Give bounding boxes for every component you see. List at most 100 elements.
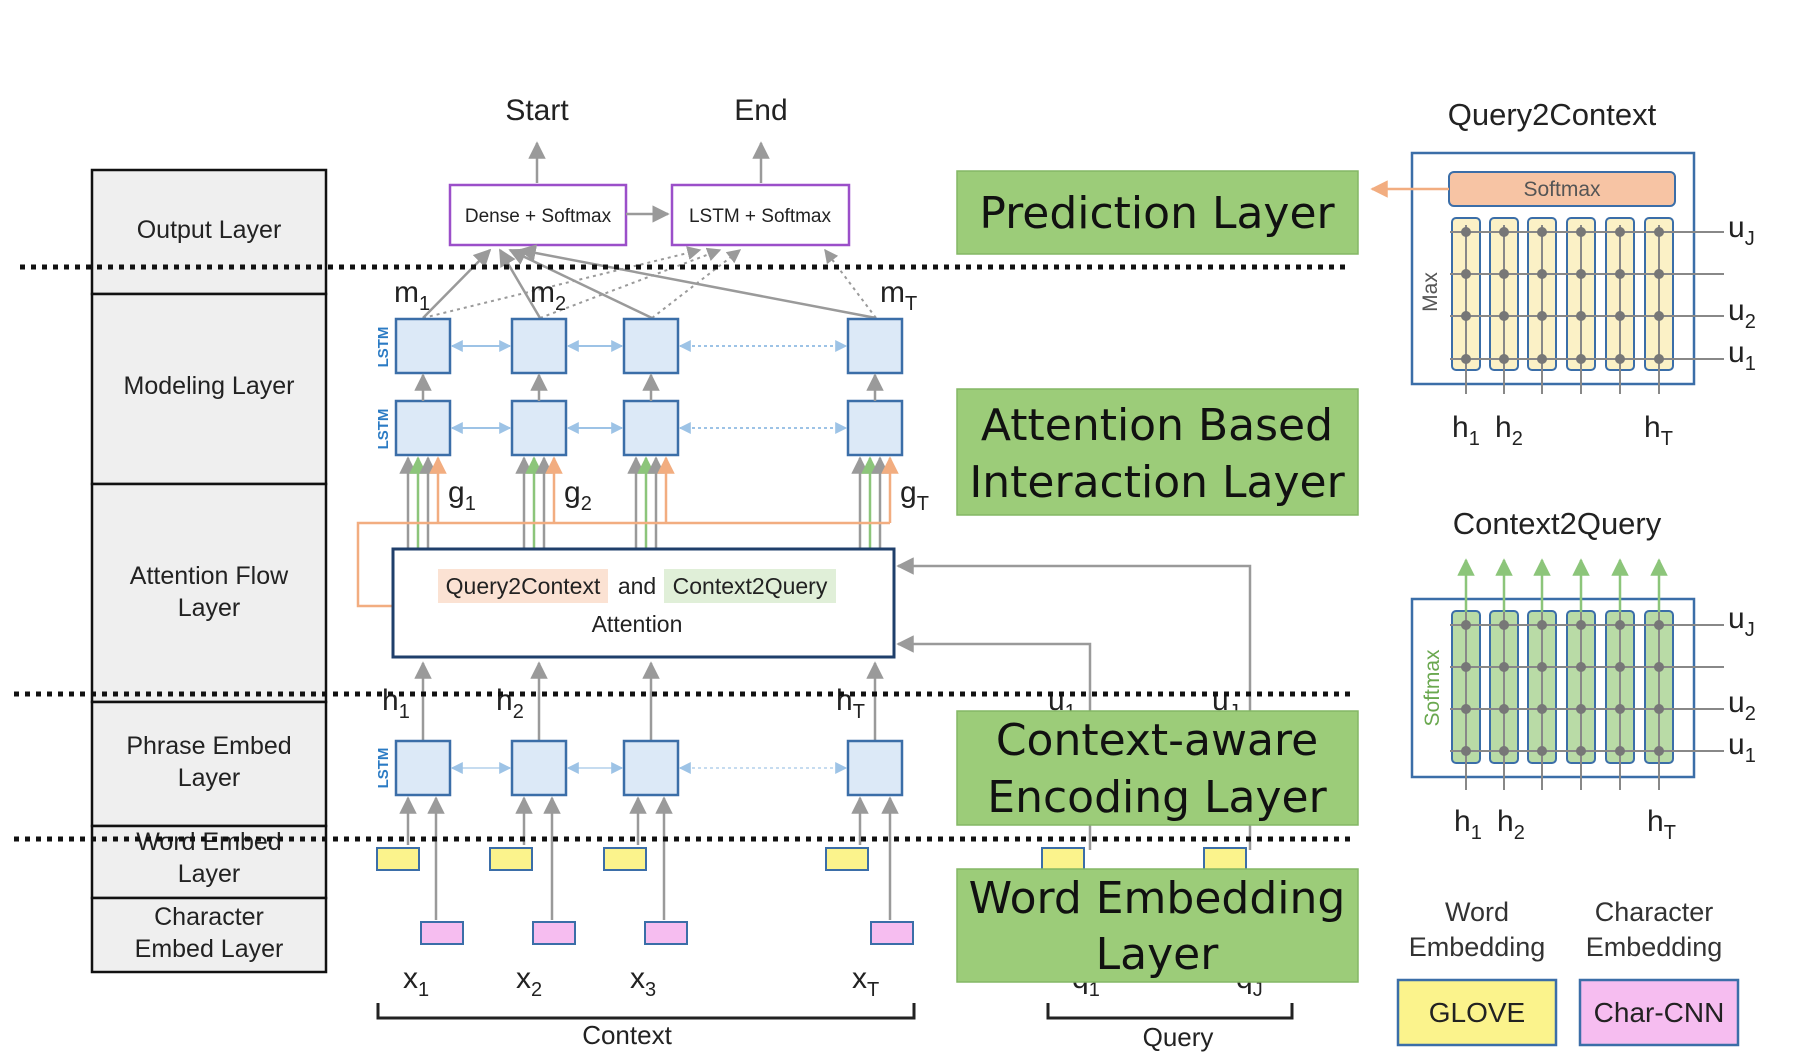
lstm-cell (510, 399, 568, 457)
q2c-softmax-label: Softmax (1523, 178, 1601, 201)
context-brace (376, 1003, 916, 1020)
prediction-layer-text: Prediction Layer (979, 188, 1335, 239)
glove-box (489, 847, 533, 871)
q2c-grid-dots (1461, 227, 1664, 364)
h1-label: h1 (382, 684, 410, 723)
lstm-cell (394, 317, 452, 375)
c2q-u2-label: u2 (1728, 686, 1756, 725)
phrase-lstm-row: LSTM (375, 739, 904, 920)
glove-box (1203, 847, 1247, 871)
c2q-title: Context2Query (1453, 506, 1662, 541)
attention-interaction-text-1: Attention Based (981, 400, 1333, 451)
legend-char-line1: Character (1595, 897, 1714, 927)
phrase-embed-layer-label-2: Layer (178, 764, 241, 792)
g1-label: g1 (448, 476, 476, 515)
glove-box (603, 847, 647, 871)
c2q-softmax-label: Softmax (1421, 649, 1444, 727)
start-label: Start (505, 94, 569, 127)
lstm-cell (846, 317, 904, 375)
output-layer-label: Output Layer (137, 216, 282, 244)
c2q-up-arrows (1457, 558, 1668, 612)
c2q-uJ-label: uJ (1728, 602, 1755, 641)
input-tokens: x1 x2 x3 xT q1 qJ Context Query (376, 962, 1294, 1052)
lstm-cell (510, 317, 568, 375)
attention-interaction-text-2: Interaction Layer (969, 457, 1345, 508)
hT-label: hT (836, 684, 865, 723)
q2c-grid-lines (1450, 225, 1724, 394)
legend-word-line1: Word (1445, 897, 1509, 927)
q2c-highlight (438, 569, 608, 603)
modeling-layer-label: Modeling Layer (124, 372, 295, 400)
lstm-cell (510, 739, 568, 797)
charcnn-box (420, 921, 464, 945)
context-encoding-box (956, 710, 1359, 826)
modeling-lstm-row-2: LSTM (375, 373, 904, 457)
q2c-u1-label: u1 (1728, 336, 1756, 375)
output-layer-cell (90, 168, 328, 296)
word-embed-layer-label-2: Layer (178, 860, 241, 888)
g-arrows: g1 g2 gT (356, 456, 929, 608)
m-labels: m1 m2 mT (394, 276, 917, 315)
xT-label: xT (852, 962, 879, 1001)
c2q-text: Context2Query (673, 573, 828, 599)
legend-word-line2: Embedding (1409, 932, 1546, 962)
charcnn-box (870, 921, 914, 945)
separators (14, 264, 1354, 842)
end-label: End (734, 94, 787, 127)
lstm-cell (846, 739, 904, 797)
word-embed-layer-label: Word Embed (136, 828, 281, 856)
m1-label: m1 (394, 276, 430, 315)
charcnn-box (532, 921, 576, 945)
legend: Word Embedding Character Embedding GLOVE… (1396, 897, 1740, 1047)
prediction-layer-box (956, 170, 1359, 255)
charcnn-box (644, 921, 688, 945)
phrase-embed-layer-label: Phrase Embed (126, 732, 291, 760)
mT-label: mT (880, 276, 917, 315)
c2q-highlight (664, 569, 836, 603)
phrase-embed-layer-cell (90, 700, 328, 828)
c2q-h1-label: h1 (1454, 805, 1482, 844)
layer-stack: Output Layer Modeling Layer Attention Fl… (90, 168, 328, 974)
green-annotations: Prediction Layer Attention Based Interac… (956, 170, 1359, 983)
legend-glove-text: GLOVE (1429, 997, 1525, 1028)
legend-glove-box (1396, 978, 1558, 1047)
g2-label: g2 (564, 476, 592, 515)
and-text: and (618, 573, 656, 599)
word-embedding-box (956, 868, 1359, 983)
lstm-tag-2: LSTM (375, 409, 392, 450)
q2c-text: Query2Context (446, 573, 601, 599)
c2q-hT-label: hT (1647, 805, 1676, 844)
x2-label: x2 (516, 962, 542, 1001)
modeling-lstm-row-1: LSTM (375, 317, 904, 375)
legend-char-line2: Embedding (1586, 932, 1723, 962)
lstm-tag-3: LSTM (375, 748, 392, 789)
char-embed-layer-cell (90, 896, 328, 974)
x3-label: x3 (630, 962, 656, 1001)
lstm-cell (622, 317, 680, 375)
x1-label: x1 (403, 962, 429, 1001)
q2c-hT-label: hT (1644, 411, 1673, 450)
char-embed-layer-label: Character (154, 903, 264, 931)
lstm-cell (394, 739, 452, 797)
c2q-grid-lines (1450, 612, 1724, 790)
q2c-max-label: Max (1419, 272, 1442, 312)
c2q-h2-label: h2 (1497, 805, 1525, 844)
glove-box (825, 847, 869, 871)
lstm-cell (622, 399, 680, 457)
context-label: Context (582, 1020, 672, 1050)
attention-text: Attention (592, 611, 683, 637)
c2q-panel: Context2Query Softmax (1410, 506, 1756, 844)
h2-label: h2 (496, 684, 524, 723)
word-embed-layer-cell (90, 824, 328, 900)
q2c-u2-label: u2 (1728, 294, 1756, 333)
context-encoding-text-2: Encoding Layer (987, 772, 1327, 823)
c2q-u1-label: u1 (1728, 728, 1756, 767)
modeling-layer-cell (90, 292, 328, 486)
embedding-boxes (376, 847, 1247, 945)
m2-label: m2 (530, 276, 566, 315)
q2c-uJ-label: uJ (1728, 211, 1755, 250)
lstm-tag-1: LSTM (375, 327, 392, 368)
lstm-cell (846, 399, 904, 457)
q2c-h2-label: h2 (1495, 411, 1523, 450)
